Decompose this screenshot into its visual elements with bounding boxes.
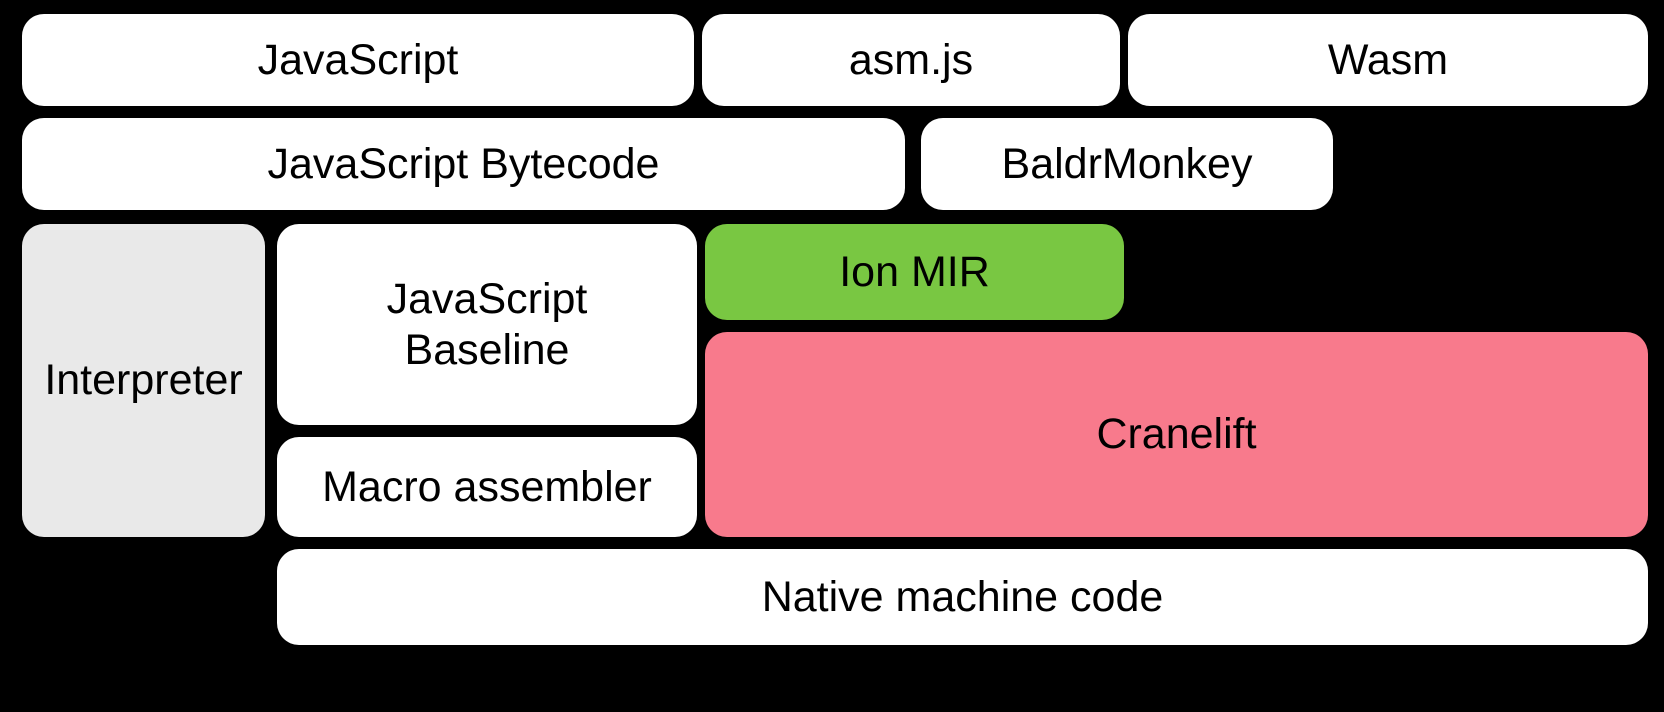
box-wasm[interactable]: Wasm [1128,14,1648,106]
box-cranelift[interactable]: Cranelift [705,332,1648,537]
box-javascript[interactable]: JavaScript [22,14,694,106]
box-native-machine-code[interactable]: Native machine code [277,549,1648,645]
box-macro-assembler[interactable]: Macro assembler [277,437,697,537]
box-ion-mir[interactable]: Ion MIR [705,224,1124,320]
box-javascript-baseline[interactable]: JavaScript Baseline [277,224,697,425]
box-interpreter[interactable]: Interpreter [22,224,265,537]
box-baldrmonkey[interactable]: BaldrMonkey [921,118,1333,210]
box-asm-js[interactable]: asm.js [702,14,1120,106]
box-javascript-bytecode[interactable]: JavaScript Bytecode [22,118,905,210]
